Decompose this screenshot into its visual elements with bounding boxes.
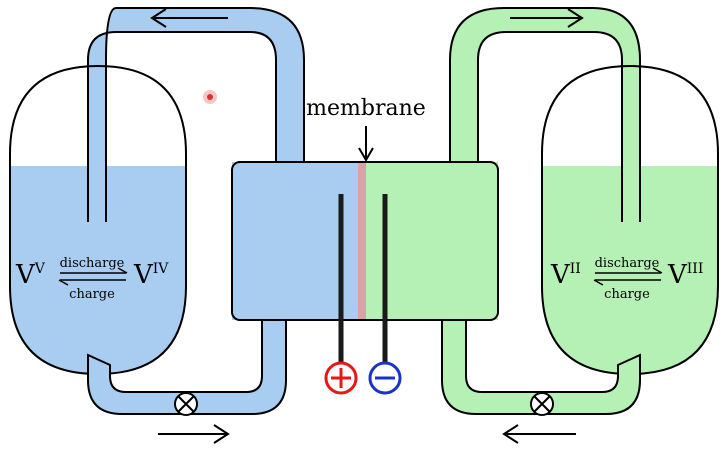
svg-text:VIII: VIII (667, 260, 703, 290)
flow-arrow-top-right-icon (510, 8, 584, 28)
cell-stack (231, 161, 499, 321)
equilibrium-arrows-icon (593, 267, 663, 286)
left-reactant-ox: V (34, 261, 46, 277)
right-product: V (667, 260, 688, 290)
laser-dot-icon (203, 90, 217, 104)
left-reaction: VV discharge charge VIV (15, 256, 169, 302)
positive-terminal-icon[interactable] (324, 361, 358, 395)
left-upper-pipe (87, 7, 305, 223)
svg-text:VV: VV (15, 260, 46, 290)
svg-text:VIV: VIV (133, 260, 169, 290)
membrane (358, 162, 366, 320)
right-product-ox: III (687, 261, 704, 277)
membrane-arrow-icon (358, 126, 374, 162)
flow-arrow-bottom-right-icon (502, 424, 576, 444)
left-pump-icon[interactable] (174, 392, 198, 416)
left-product-ox: IV (153, 261, 170, 277)
left-product: V (133, 260, 154, 290)
left-reverse-label: charge (69, 287, 115, 302)
left-reactant: V (15, 260, 36, 290)
left-tank (9, 64, 187, 376)
flow-arrow-bottom-left-icon (158, 424, 230, 444)
right-tank (541, 64, 719, 376)
right-reverse-label: charge (604, 287, 650, 302)
flow-arrow-top-left-icon (150, 8, 228, 28)
membrane-label: membrane (306, 96, 426, 121)
right-reactant: V (550, 260, 571, 290)
equilibrium-arrows-icon (58, 267, 128, 286)
right-pump-icon[interactable] (530, 392, 554, 416)
negative-terminal-icon[interactable] (368, 361, 402, 395)
left-forward-label: discharge (60, 256, 125, 271)
right-reaction: VII discharge charge VIII (550, 256, 703, 302)
svg-text:VII: VII (550, 260, 581, 290)
right-forward-label: discharge (595, 256, 660, 271)
right-reactant-ox: II (570, 261, 581, 277)
